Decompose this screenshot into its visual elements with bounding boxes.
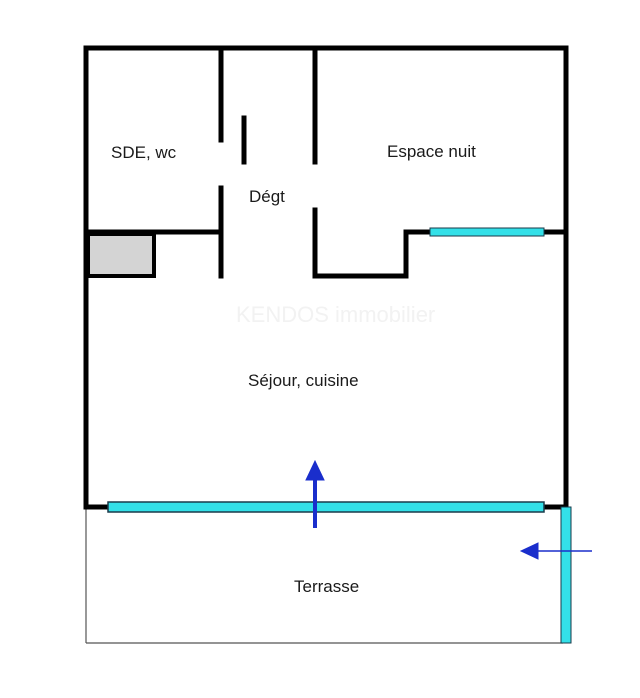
arrow-up-icon	[305, 459, 325, 481]
fixture-block	[86, 232, 156, 278]
room-label-degt: Dégt	[249, 187, 285, 206]
room-label-espace-nuit: Espace nuit	[387, 142, 476, 161]
room-label-sde-wc: SDE, wc	[111, 143, 177, 162]
room-label-sejour-cuisine: Séjour, cuisine	[248, 371, 359, 390]
windows	[107, 227, 572, 644]
watermark: KENDOS immobilier	[236, 302, 435, 327]
walls	[83, 45, 569, 510]
window-terrace-side	[560, 506, 572, 644]
window-bedroom	[429, 227, 545, 237]
window-living	[107, 501, 545, 513]
arrow-left-icon	[519, 542, 539, 560]
terrace-outline	[85, 507, 563, 644]
room-label-terrasse: Terrasse	[294, 577, 359, 596]
entry-arrows	[305, 459, 592, 560]
